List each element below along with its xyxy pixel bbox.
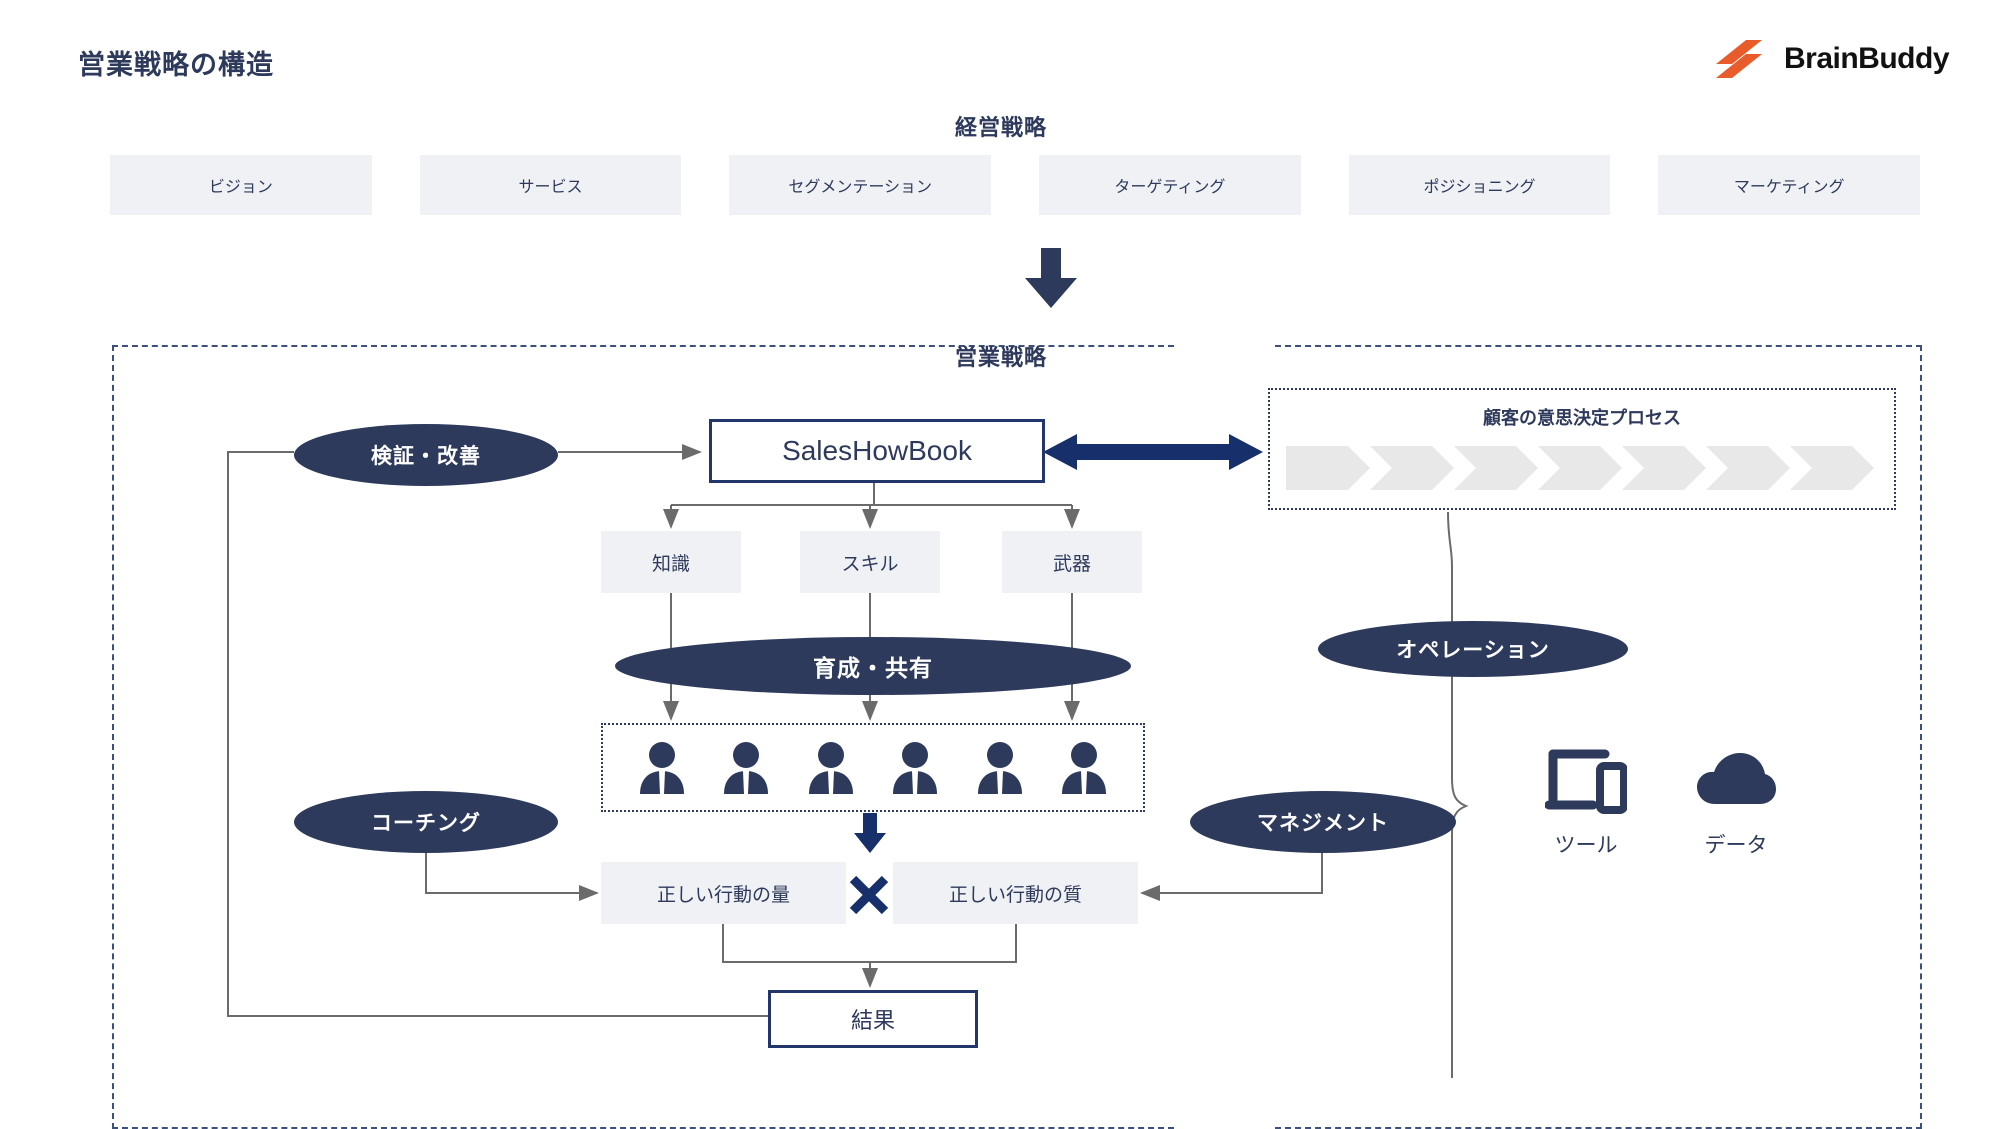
saleshowbook-box[interactable]: SalesHowBook (709, 419, 1045, 483)
devices-icon (1544, 749, 1628, 814)
action-quantity-box[interactable]: 正しい行動の量 (601, 862, 846, 924)
page-title: 営業戦略の構造 (78, 50, 274, 80)
cloud-icon (1697, 753, 1776, 804)
sales-team-group (601, 723, 1145, 812)
big-down-arrow-icon (1021, 248, 1081, 315)
person-icon (639, 741, 684, 794)
multiply-icon (846, 872, 892, 918)
corp-box-segmentation[interactable]: セグメンテーション (729, 155, 992, 215)
corp-box-vision[interactable]: ビジョン (110, 155, 372, 215)
capability-box-knowledge[interactable]: 知識 (601, 531, 741, 593)
management-ellipse[interactable]: マネジメント (1190, 791, 1456, 853)
develop-share-ellipse[interactable]: 育成・共有 (615, 637, 1131, 695)
customer-decision-process: 顧客の意思決定プロセス (1268, 388, 1896, 510)
verify-improve-ellipse[interactable]: 検証・改善 (294, 424, 558, 486)
people-to-action-arrow-icon (852, 813, 888, 860)
person-icon (977, 741, 1022, 794)
result-box[interactable]: 結果 (768, 990, 978, 1048)
corp-box-positioning[interactable]: ポジショニング (1348, 155, 1611, 215)
corp-box-targeting[interactable]: ターゲティング (1039, 155, 1301, 215)
corporate-strategy-row: ビジョン サービス セグメンテーション ターゲティング ポジショニング マーケテ… (110, 155, 1921, 215)
brainbuddy-logo: BrainBuddy (1710, 36, 1950, 82)
sales-strategy-caption: 営業戦略 (954, 345, 1047, 370)
infrastructure-item-tool: ツール (1530, 748, 1642, 859)
person-icon (893, 741, 938, 794)
double-headed-arrow-icon (1043, 432, 1263, 477)
action-quality-box[interactable]: 正しい行動の質 (893, 862, 1138, 924)
capability-box-skill[interactable]: スキル (800, 531, 940, 593)
capability-box-weapon[interactable]: 武器 (1002, 531, 1142, 593)
coaching-ellipse[interactable]: コーチング (294, 791, 558, 853)
infrastructure-item-data: データ (1680, 748, 1792, 859)
person-icon (724, 741, 769, 794)
person-icon (808, 741, 853, 794)
corp-box-service[interactable]: サービス (419, 155, 682, 215)
person-icon (1062, 741, 1107, 794)
logo-text: BrainBuddy (1784, 42, 1950, 75)
operation-ellipse[interactable]: オペレーション (1318, 621, 1628, 677)
corporate-strategy-caption: 経営戦略 (954, 115, 1047, 140)
tool-label: ツール (1554, 834, 1618, 857)
customer-process-steps (1286, 446, 1874, 490)
brainbuddy-logo-icon (1710, 36, 1770, 82)
data-label: データ (1704, 834, 1768, 857)
corp-box-marketing[interactable]: マーケティング (1658, 155, 1921, 215)
customer-process-title: 顧客の意思決定プロセス (1483, 408, 1681, 428)
